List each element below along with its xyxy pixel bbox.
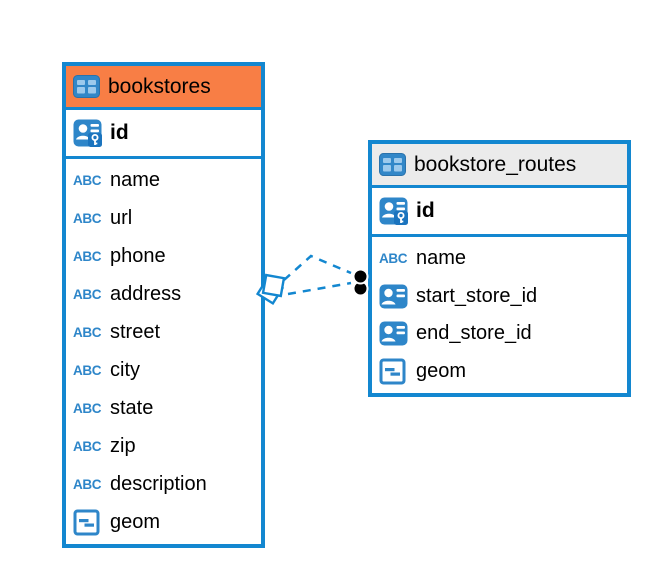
table-icon (73, 75, 100, 98)
column-name: city (110, 358, 140, 381)
column-row-end_store_id[interactable]: end_store_id (372, 315, 627, 353)
table-icon (379, 153, 406, 176)
text-icon: ABC (73, 211, 102, 227)
column-name: url (110, 207, 133, 230)
column-name: phone (110, 245, 166, 268)
column-row-name[interactable]: ABC name (372, 240, 627, 278)
text-icon: ABC (379, 251, 408, 267)
primary-key-icon (73, 118, 110, 148)
text-icon: ABC (73, 173, 102, 189)
table-header-bookstore-routes[interactable]: bookstore_routes (372, 144, 627, 188)
primary-key-icon (379, 196, 416, 226)
dot-marker (352, 268, 369, 285)
column-row-start_store_id[interactable]: start_store_id (372, 278, 627, 316)
column-row-description[interactable]: ABC description (66, 465, 261, 503)
column-row-state[interactable]: ABC state (66, 389, 261, 427)
text-icon: ABC (73, 362, 102, 378)
column-name: start_store_id (416, 284, 538, 307)
column-row-city[interactable]: ABC city (66, 352, 261, 390)
column-row-street[interactable]: ABC street (66, 314, 261, 352)
primary-key-section: id (66, 110, 261, 159)
column-row-geom[interactable]: geom (66, 503, 261, 541)
column-name: name (110, 169, 161, 192)
column-name: geom (416, 359, 467, 382)
column-name: name (416, 247, 467, 270)
column-row-address[interactable]: ABC address (66, 276, 261, 314)
column-name: street (110, 321, 161, 344)
column-name: id (416, 199, 435, 222)
column-name: geom (110, 510, 161, 533)
column-row-name[interactable]: ABC name (66, 162, 261, 200)
column-name: description (110, 472, 207, 495)
foreign-key-icon (379, 284, 416, 309)
table-bookstore-routes[interactable]: bookstore_routes id ABC name start_store_i… (368, 140, 631, 397)
column-name: state (110, 396, 154, 419)
geometry-icon (379, 358, 416, 385)
column-name: end_store_id (416, 322, 532, 345)
text-icon: ABC (73, 400, 102, 416)
column-name: zip (110, 434, 136, 457)
table-header-bookstores[interactable]: bookstores (66, 66, 261, 110)
table-title: bookstore_routes (414, 152, 577, 176)
foreign-key-icon (379, 321, 416, 346)
text-icon: ABC (73, 438, 102, 454)
column-row-id[interactable]: id (66, 110, 261, 156)
dot-marker (352, 280, 369, 297)
column-row-phone[interactable]: ABC phone (66, 238, 261, 276)
column-row-id[interactable]: id (372, 188, 627, 234)
text-icon: ABC (73, 325, 102, 341)
text-icon: ABC (73, 476, 102, 492)
column-name: address (110, 283, 182, 306)
column-row-geom[interactable]: geom (372, 353, 627, 391)
column-row-url[interactable]: ABC url (66, 200, 261, 238)
relationship-line[interactable] (283, 254, 352, 281)
column-row-zip[interactable]: ABC zip (66, 427, 261, 465)
geometry-icon (73, 509, 110, 536)
column-name: id (110, 121, 129, 144)
relationship-line[interactable] (287, 281, 352, 296)
table-title: bookstores (108, 74, 211, 98)
text-icon: ABC (73, 287, 102, 303)
text-icon: ABC (73, 249, 102, 265)
primary-key-section: id (372, 188, 627, 237)
